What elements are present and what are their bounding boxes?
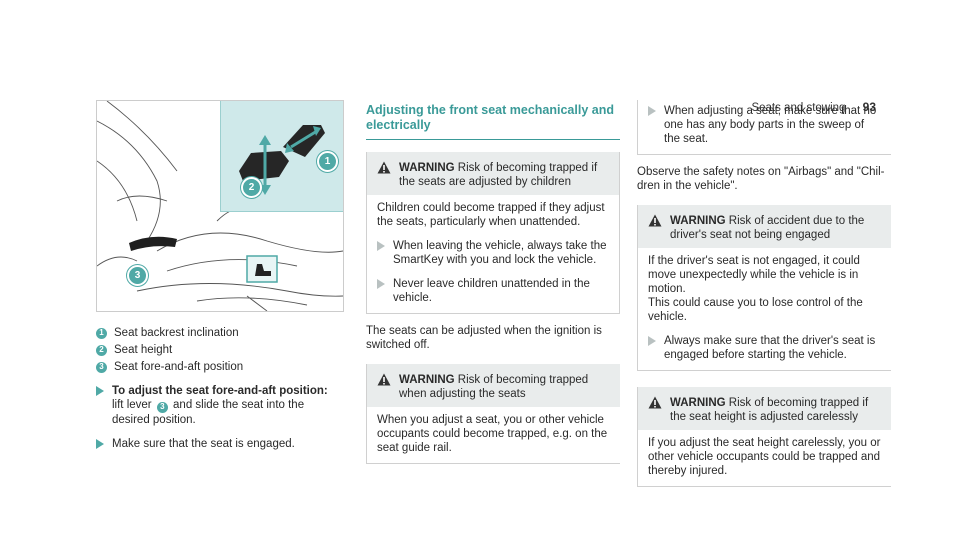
warning-label: WARNING: [399, 162, 455, 174]
warning-step: When leaving the vehicle, always take th…: [377, 239, 611, 267]
legend-text: Seat height: [114, 344, 173, 356]
section-heading: Adjusting the front seat mechanically an…: [366, 103, 620, 140]
step-arrow-icon: [648, 106, 656, 116]
legend-text: Seat fore-and-aft position: [114, 361, 244, 373]
warning-text: This could cause you to lose control of …: [648, 297, 863, 323]
warning-box: WARNING Risk of becoming trapped if the …: [637, 387, 891, 487]
callout-3: 3: [127, 265, 148, 286]
warning-title: Risk of becoming trapped if the seats ar…: [399, 162, 598, 188]
body-paragraph: The seats can be adjusted when the ignit…: [366, 325, 602, 351]
instruction-step: To adjust the seat fore-and-aft position…: [96, 384, 342, 427]
warning-text: If the driver's seat is not engaged, it …: [648, 255, 860, 295]
warning-title: Risk of accident due to the driver's sea…: [670, 215, 865, 241]
page-header: Seats and stowing 93: [751, 100, 876, 114]
warning-triangle-icon: [648, 214, 662, 227]
step-arrow-icon: [96, 438, 104, 449]
legend-item: 3 Seat fore-and-aft position: [96, 360, 342, 374]
warning-triangle-icon: [377, 373, 391, 386]
warning-label: WARNING: [399, 374, 455, 386]
legend-number: 2: [96, 344, 107, 356]
warning-header: WARNING Risk of becoming trapped when ad…: [367, 364, 620, 407]
warning-step: Always make sure that the driver's seat …: [648, 334, 883, 362]
warning-text: When you adjust a seat, you or other veh…: [377, 414, 608, 454]
warning-title: Risk of becoming trapped if the seat hei…: [670, 397, 869, 423]
warning-header: WARNING Risk of becoming trapped if the …: [638, 387, 891, 430]
warning-text: If you adjust the seat height carelessly…: [648, 437, 881, 477]
inline-callout: 3: [156, 401, 168, 413]
seat-controls-inset: 1 2: [220, 101, 343, 212]
step-text: Make sure that the seat is engaged.: [112, 437, 295, 450]
step-text: When adjusting a seat, make sure that no…: [664, 105, 877, 145]
warning-box: WARNING Risk of becoming trapped when ad…: [366, 364, 620, 464]
legend-item: 1 Seat backrest inclination: [96, 326, 342, 340]
callout-1: 1: [317, 151, 338, 172]
legend-number: 1: [96, 327, 107, 339]
body-paragraph: Observe the safety notes on "Airbags" an…: [637, 166, 885, 192]
warning-box: WARNING Risk of accident due to the driv…: [637, 205, 891, 371]
step-text: When leaving the vehicle, always take th…: [393, 240, 607, 266]
instruction-step: Make sure that the seat is engaged.: [96, 437, 342, 451]
warning-box: WARNING Risk of becoming trapped if the …: [366, 152, 620, 314]
legend-text: Seat backrest inclination: [114, 327, 239, 339]
warning-step: When adjusting a seat, make sure that no…: [648, 104, 883, 146]
warning-label: WARNING: [670, 215, 726, 227]
seat-illustration: 1 2 3: [96, 100, 344, 312]
inset-drawing: [239, 125, 325, 195]
warning-body: If you adjust the seat height carelessly…: [638, 430, 891, 486]
warning-body: Children could become trapped if they ad…: [367, 195, 619, 313]
step-arrow-icon: [648, 336, 656, 346]
warning-header: WARNING Risk of accident due to the driv…: [638, 205, 891, 248]
step-arrow-icon: [377, 279, 385, 289]
step-arrow-icon: [96, 386, 104, 396]
step-text: and slide the seat into the desired posi…: [112, 399, 305, 426]
callout-2: 2: [241, 177, 262, 198]
step-text: Never leave children unattended in the v…: [393, 278, 590, 304]
warning-triangle-icon: [648, 396, 662, 409]
warning-label: WARNING: [670, 397, 726, 409]
section-title: Seats and stowing: [751, 102, 846, 114]
column-2: Adjusting the front seat mechanically an…: [366, 100, 620, 464]
column-3: When adjusting a seat, make sure that no…: [637, 100, 891, 487]
warning-body: When you adjust a seat, you or other veh…: [367, 407, 620, 463]
warning-step: Never leave children unattended in the v…: [377, 277, 611, 305]
page-number: 93: [862, 100, 876, 114]
warning-continuation: When adjusting a seat, make sure that no…: [637, 100, 891, 155]
warning-triangle-icon: [377, 161, 391, 174]
step-text: Always make sure that the driver's seat …: [664, 335, 876, 361]
column-1: 1 2 3 1 Seat backrest inclination 2 Seat…: [96, 100, 344, 451]
legend-item: 2 Seat height: [96, 343, 342, 357]
step-arrow-icon: [377, 241, 385, 251]
warning-title: Risk of becoming trapped when adjusting …: [399, 374, 589, 400]
step-text: lift lever: [112, 399, 152, 411]
warning-text: Children could become trapped if they ad…: [377, 202, 605, 228]
figure-legend: 1 Seat backrest inclination 2 Seat heigh…: [96, 326, 342, 374]
warning-body: If the driver's seat is not engaged, it …: [638, 248, 891, 370]
legend-number: 3: [96, 361, 107, 373]
warning-header: WARNING Risk of becoming trapped if the …: [367, 152, 619, 195]
step-heading: To adjust the seat fore-and-aft position…: [112, 385, 328, 397]
